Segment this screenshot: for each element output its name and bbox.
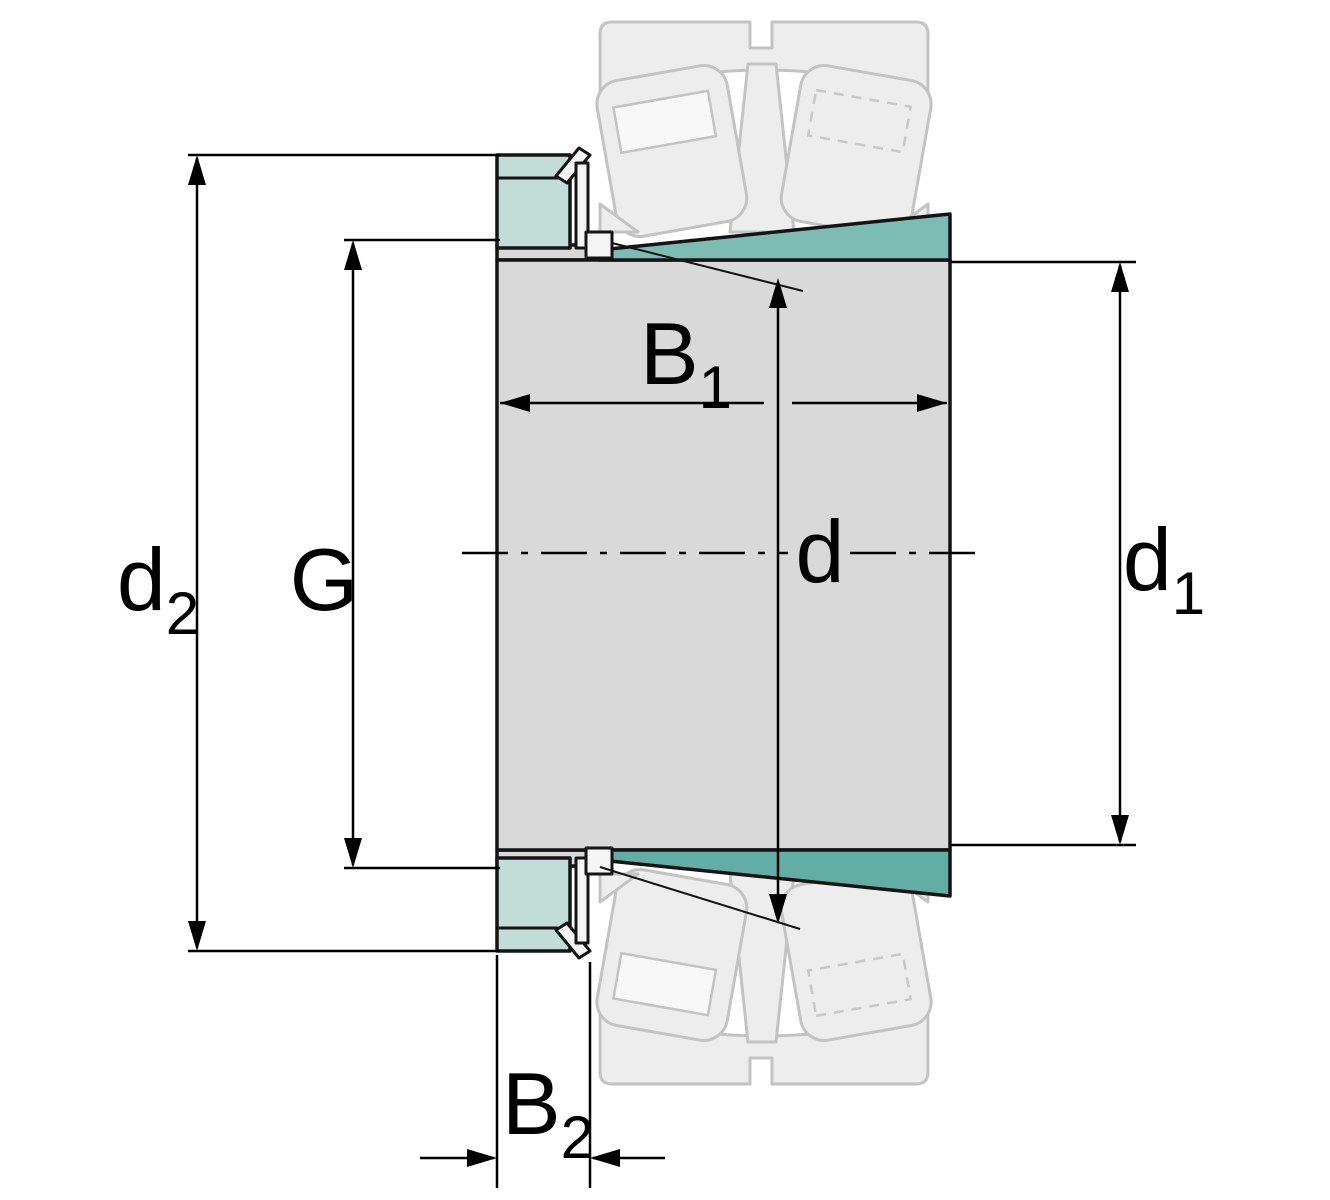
d2-arrow-down	[188, 921, 206, 951]
dimension-label-b2: B2	[502, 1054, 594, 1171]
lock-washer-tab-bottom	[554, 921, 592, 960]
sleeve-body	[495, 258, 952, 852]
dimension-label-b1: B1	[640, 304, 732, 421]
dimension-label-d1: d1	[1123, 510, 1205, 627]
b2-arrow-right-pointing	[467, 1149, 497, 1167]
g-arrow-up	[344, 240, 362, 270]
d1-arrow-up	[1111, 262, 1129, 292]
washer-inner-tab-top	[584, 230, 614, 260]
lock-washer-bottom	[574, 856, 590, 945]
lock-nut-bottom	[495, 856, 572, 953]
lock-washer-tab-top	[554, 146, 592, 185]
d1-arrow-down	[1111, 815, 1129, 845]
g-arrow-down	[344, 838, 362, 868]
ghost-bearing-bottom	[591, 864, 937, 1086]
lock-washer-top	[574, 161, 590, 250]
dimension-label-d: d	[796, 502, 845, 601]
b1-arrow-left	[500, 394, 530, 412]
b1-arrow-right	[917, 394, 947, 412]
keyway-slit-line-bottom	[599, 866, 801, 930]
d-arrow-down	[769, 894, 787, 924]
lock-nut-top	[495, 153, 572, 250]
keyway-slit-line-top	[611, 242, 804, 292]
dimension-label-g: G	[290, 530, 358, 629]
b2-arrow-left-pointing	[590, 1149, 620, 1167]
d-arrow-up	[769, 278, 787, 308]
d2-arrow-up	[188, 155, 206, 185]
ghost-bearing-top	[591, 20, 937, 242]
dimension-label-d2: d2	[117, 530, 199, 647]
